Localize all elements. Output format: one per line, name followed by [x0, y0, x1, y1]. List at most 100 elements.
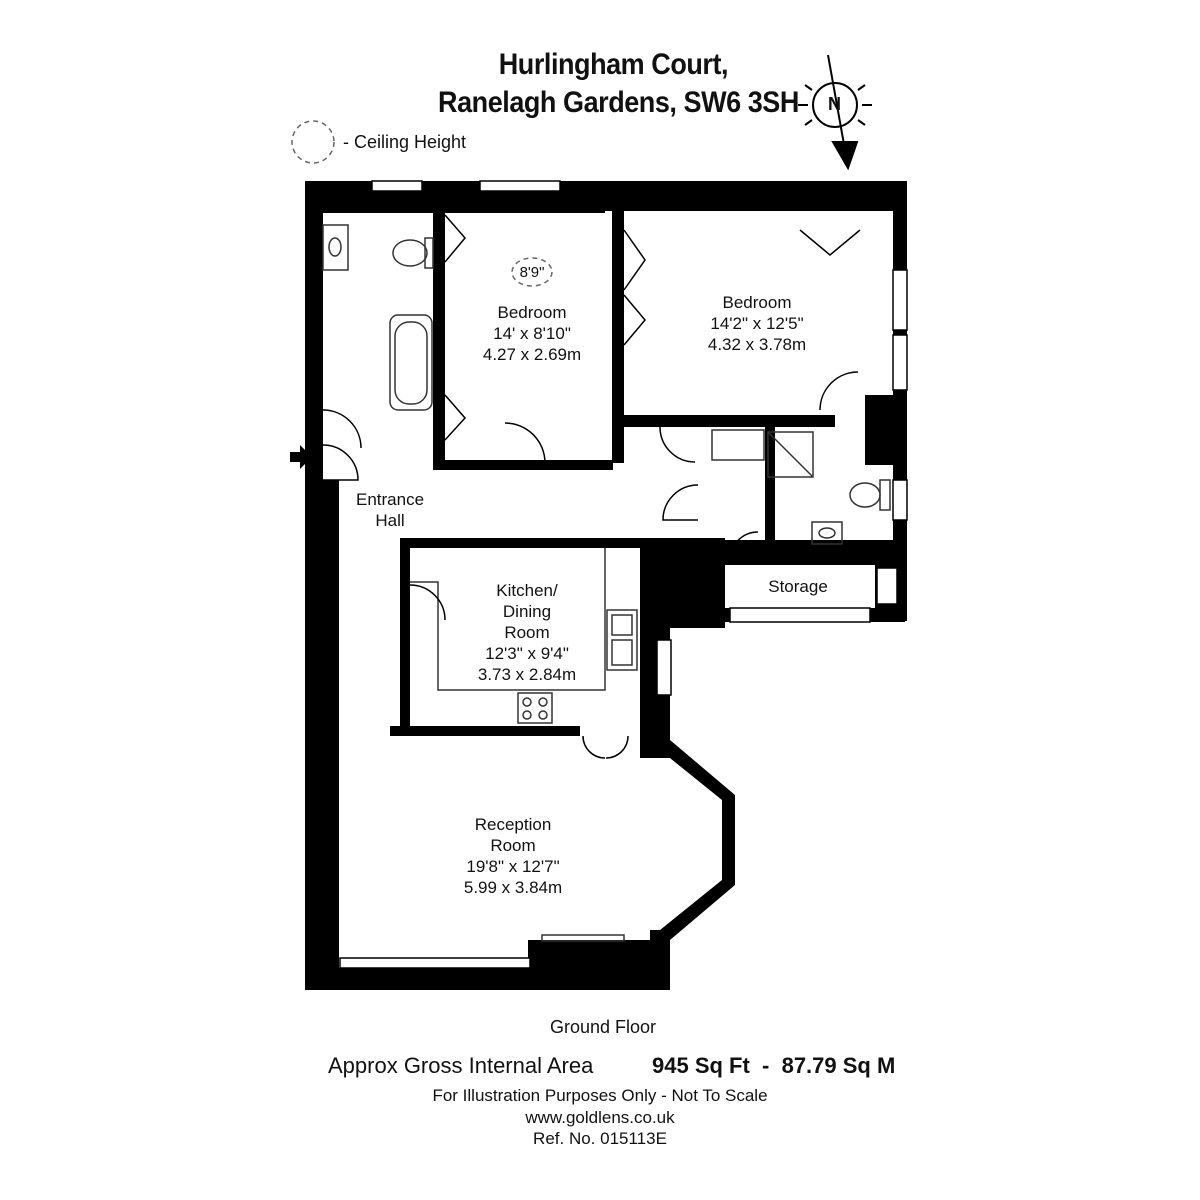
wall-kitchen-bottom	[390, 726, 580, 736]
kitchen-line3: Room	[504, 623, 550, 642]
hob	[517, 692, 553, 724]
wall-kitchen-left	[400, 538, 410, 728]
wall-bath-bed	[433, 181, 445, 466]
wall-bottom-block	[528, 940, 670, 990]
bedroom1-metric: 4.27 x 2.69m	[482, 345, 582, 364]
compass-ray-6	[857, 119, 866, 126]
bath-toilet-tank	[424, 237, 434, 269]
floor-name: Ground Floor	[549, 1017, 657, 1037]
window-storage-bottom	[729, 607, 871, 623]
fireplace	[541, 934, 625, 942]
wall-left-upper	[305, 181, 323, 481]
area-value: 945 Sq Ft - 87.79 Sq M	[652, 1053, 896, 1078]
wardrobe-bed2-doors	[623, 229, 646, 346]
wall-ensuite	[695, 415, 835, 427]
reception-label: Reception Room 19'8" x 12'7" 5.99 x 3.84…	[464, 814, 562, 898]
entrance-arrow	[290, 445, 312, 469]
window-storage	[876, 567, 898, 605]
ensuite-basin	[811, 521, 843, 545]
wall-bed1-bottom	[433, 460, 613, 470]
bath-sink	[322, 224, 349, 271]
hob-ring-1	[522, 697, 532, 707]
compass-ray-3	[804, 119, 813, 126]
entrance-line1: Entrance	[355, 490, 425, 509]
wall-top-right	[575, 181, 907, 211]
shower-tray	[767, 431, 814, 478]
door-bed1	[504, 422, 546, 464]
kitchen-line1: Kitchen/	[496, 581, 558, 600]
wardrobe-bed2-top	[799, 229, 861, 256]
reception-imperial: 19'8" x 12'7"	[466, 857, 560, 876]
bath-sink-bowl	[328, 237, 342, 257]
window-ensuite	[892, 479, 908, 521]
reception-line1: Reception	[474, 815, 552, 834]
compass-ray-4	[857, 84, 866, 91]
bedroom1-imperial: 14' x 8'10"	[493, 324, 571, 343]
ensuite-toilet-tank	[879, 479, 891, 511]
window-bed2b	[892, 334, 908, 391]
door-cupboard	[662, 484, 699, 521]
doors	[322, 214, 861, 759]
fixtures	[322, 224, 891, 942]
walls	[305, 181, 907, 990]
kitchen-worktop	[410, 548, 606, 691]
wall-bay	[650, 740, 735, 940]
area-label: Approx Gross Internal Area	[328, 1053, 594, 1078]
disclaimer: For Illustration Purposes Only - Not To …	[432, 1086, 768, 1105]
title-line-1: Hurlingham Court,	[498, 48, 729, 81]
kitchen-sink	[606, 609, 638, 671]
ceiling-height-value: 8'9"	[519, 264, 545, 281]
kitchen-sink-bowl-2	[611, 639, 633, 666]
bathtub-inner	[394, 321, 428, 405]
shower-diag	[767, 431, 814, 478]
door-kitchen-reception-r	[605, 735, 629, 759]
title-line-2: Ranelagh Gardens, SW6 3SH	[438, 86, 799, 119]
window-reception	[339, 957, 531, 969]
compass-ray-1	[804, 84, 813, 91]
wall-bed2-bottom	[624, 415, 699, 427]
compass-needle	[827, 54, 846, 151]
door-ensuite	[819, 371, 859, 411]
kitchen-label: Kitchen/ Dining Room 12'3" x 9'4" 3.73 x…	[478, 580, 576, 685]
window-bed1	[479, 180, 561, 192]
door-kitchen	[409, 584, 446, 621]
ensuite-toilet	[849, 482, 881, 508]
compass	[798, 54, 872, 171]
compass-circle	[812, 82, 858, 128]
kitchen-metric: 3.73 x 2.84m	[477, 665, 577, 684]
bedroom2-label: Bedroom 14'2" x 12'5" 4.32 x 3.78m	[708, 292, 806, 355]
wall-left-lower	[305, 480, 339, 988]
bedroom2-imperial: 14'2" x 12'5"	[710, 314, 804, 333]
entrance-line2: Hall	[375, 511, 405, 530]
bathtub	[389, 314, 433, 411]
ensuite-basin-bowl	[818, 527, 836, 539]
ceiling-legend-label: - Ceiling Height	[343, 132, 467, 152]
door-kitchen-reception-l	[582, 735, 606, 759]
compass-letter: N	[828, 94, 841, 114]
wall-right-block	[865, 395, 907, 465]
arrow-icon	[290, 445, 312, 469]
door-bed2	[659, 426, 696, 463]
window-kitchen	[656, 639, 672, 696]
storage-label: Storage	[768, 577, 828, 596]
website: www.goldlens.co.uk	[525, 1108, 675, 1127]
bedroom1-label: Bedroom 14' x 8'10" 4.27 x 2.69m	[483, 302, 581, 365]
hob-ring-3	[522, 710, 532, 720]
hob-ring-4	[538, 710, 548, 720]
wardrobe-bed1-doors	[444, 214, 467, 441]
reception-metric: 5.99 x 3.84m	[463, 878, 563, 897]
windows	[339, 180, 908, 969]
hob-ring-2	[538, 697, 548, 707]
bedroom2-name: Bedroom	[722, 293, 792, 312]
legend	[291, 120, 553, 287]
bedroom2-metric: 4.32 x 3.78m	[707, 335, 807, 354]
bedroom1-name: Bedroom	[497, 303, 567, 322]
window-bath	[371, 180, 423, 192]
ceiling-marker-icon	[511, 257, 553, 287]
kitchen-imperial: 12'3" x 9'4"	[485, 644, 569, 663]
bath-toilet	[392, 239, 428, 267]
kitchen-line2: Dining	[502, 602, 552, 621]
wall-kitchen-top	[400, 538, 655, 548]
door-bath	[322, 409, 362, 449]
